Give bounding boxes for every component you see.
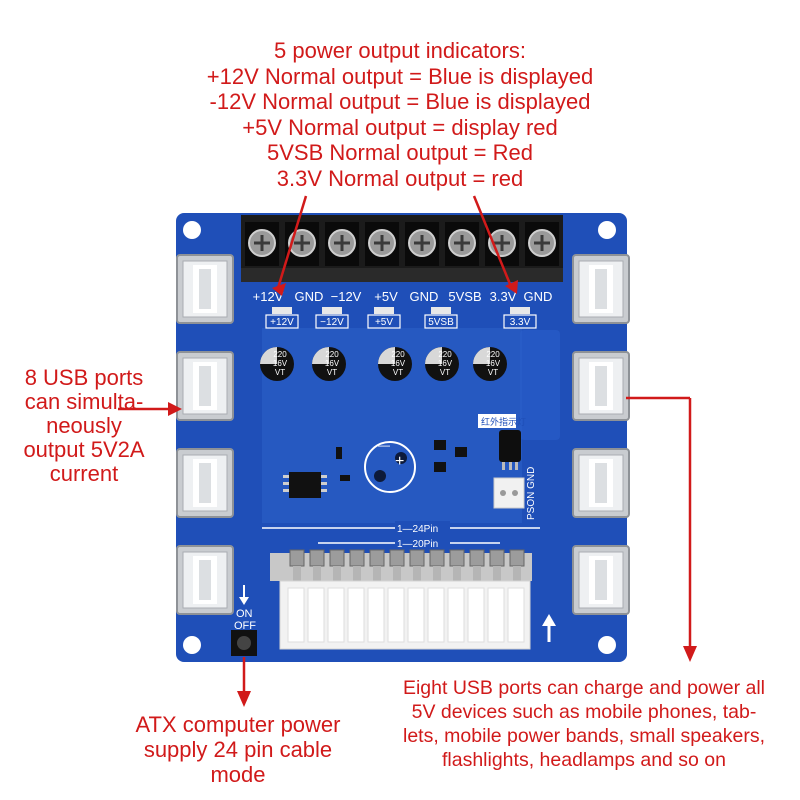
svg-text:+: + (395, 453, 404, 470)
top-annotation-line: +5V Normal output = display red (242, 114, 558, 140)
capacitor-label: 220 (438, 350, 452, 359)
capacitor-label: VT (440, 368, 450, 377)
top-annotation-line: -12V Normal output = Blue is displayed (209, 89, 591, 114)
mounting-hole (598, 636, 616, 654)
led-label: 3.3V (510, 317, 531, 328)
terminal-label: 5VSB (448, 289, 481, 304)
usb-port[interactable] (572, 448, 630, 518)
atx-annotation-line: ATX computer power (135, 712, 341, 737)
led-label: −12V (320, 317, 344, 328)
mounting-hole (598, 221, 616, 239)
top-annotation: 5 power output indicators: +12V Normal o… (0, 38, 800, 191)
capacitor-label: 220 (486, 350, 500, 359)
capacitor-label: 16V (438, 359, 453, 368)
usb-port[interactable] (176, 351, 234, 421)
ic-chip (283, 472, 327, 498)
usb-charge-line: lets, mobile power bands, small speakers… (403, 725, 765, 747)
usb-charge-annotation: Eight USB ports can charge and power all… (368, 676, 800, 772)
top-annotation-line: 3.3V Normal output = red (276, 165, 524, 191)
atx-annotation-line: mode (210, 762, 266, 787)
svg-text:—: — (378, 438, 390, 452)
left-annotation-line: output 5V2A (23, 437, 145, 462)
terminal-label: GND (410, 289, 439, 304)
capacitor-label: 16V (486, 359, 501, 368)
capacitor-label: VT (393, 368, 403, 377)
pson-connector: PSON GND (493, 467, 537, 520)
terminal-labels: +12V GND −12V +5V GND 5VSB 3.3V GND (253, 289, 553, 304)
capacitor-label: VT (488, 368, 498, 377)
arrow-up-icon (542, 614, 556, 642)
switch-off-label: OFF (234, 620, 256, 632)
switch-on-label: ON (236, 608, 253, 620)
usb-ports-right (572, 254, 630, 615)
pin20-label: 1—20Pin (397, 539, 438, 550)
left-annotation: 8 USB ports can simulta- neously output … (0, 366, 168, 486)
usb-port[interactable] (572, 545, 630, 615)
led-label: 5VSB (428, 317, 454, 328)
capacitor-label: 16V (325, 359, 340, 368)
led (272, 307, 292, 314)
usb-port[interactable] (572, 351, 630, 421)
atx-annotation: ATX computer power supply 24 pin cable m… (98, 712, 378, 787)
terminal-label: +12V (253, 289, 284, 304)
left-annotation-line: current (49, 461, 119, 486)
capacitor-label: 16V (273, 359, 288, 368)
led (431, 307, 451, 314)
capacitor-label: 220 (391, 350, 405, 359)
pson-label: PSON GND (526, 467, 537, 520)
mounting-hole (183, 636, 201, 654)
ir-receiver: 红外指示灯 (478, 414, 526, 470)
usb-port[interactable] (176, 254, 234, 324)
pin24-label: 1—24Pin (397, 524, 438, 535)
led (374, 307, 394, 314)
terminal-label: 3.3V (490, 289, 517, 304)
atx-24pin-connector (270, 549, 532, 650)
left-annotation-line: 8 USB ports (24, 365, 144, 390)
led (510, 307, 530, 314)
led-label: +5V (375, 317, 393, 328)
usb-port[interactable] (572, 254, 630, 324)
usb-charge-line: flashlights, headlamps and so on (441, 749, 727, 771)
top-annotation-line: +12V Normal output = Blue is displayed (206, 63, 594, 89)
capacitor-label: VT (327, 368, 337, 377)
capacitor-label: 220 (273, 350, 287, 359)
usb-ports-left (176, 254, 234, 615)
usb-port[interactable] (176, 545, 234, 615)
pin-markers: 1—24Pin 1—20Pin (262, 521, 540, 550)
led (322, 307, 342, 314)
capacitor-label: 220 (325, 350, 339, 359)
top-annotation-title: 5 power output indicators: (274, 38, 526, 63)
usb-charge-line: Eight USB ports can charge and power all (402, 677, 766, 699)
terminal-label: −12V (331, 289, 362, 304)
terminal-label: GND (295, 289, 324, 304)
top-annotation-line: 5VSB Normal output = Red (267, 140, 533, 165)
power-leds: +12V −12V +5V 5VSB 3.3V (265, 307, 537, 329)
ir-label: 红外指示灯 (481, 416, 526, 427)
terminal-block (241, 215, 563, 282)
capacitor-label: 16V (391, 359, 406, 368)
led-label: +12V (270, 317, 294, 328)
mounting-hole (183, 221, 201, 239)
usb-charge-line: 5V devices such as mobile phones, tab- (411, 701, 757, 723)
capacitor-footprint: + — (364, 438, 416, 493)
usb-port[interactable] (176, 448, 234, 518)
terminal-label: GND (524, 289, 553, 304)
capacitor-label: VT (275, 368, 285, 377)
power-switch[interactable]: ON OFF (231, 585, 257, 656)
atx-annotation-line: supply 24 pin cable (143, 737, 333, 762)
left-annotation-line: neously (46, 413, 122, 438)
terminal-label: +5V (374, 289, 398, 304)
